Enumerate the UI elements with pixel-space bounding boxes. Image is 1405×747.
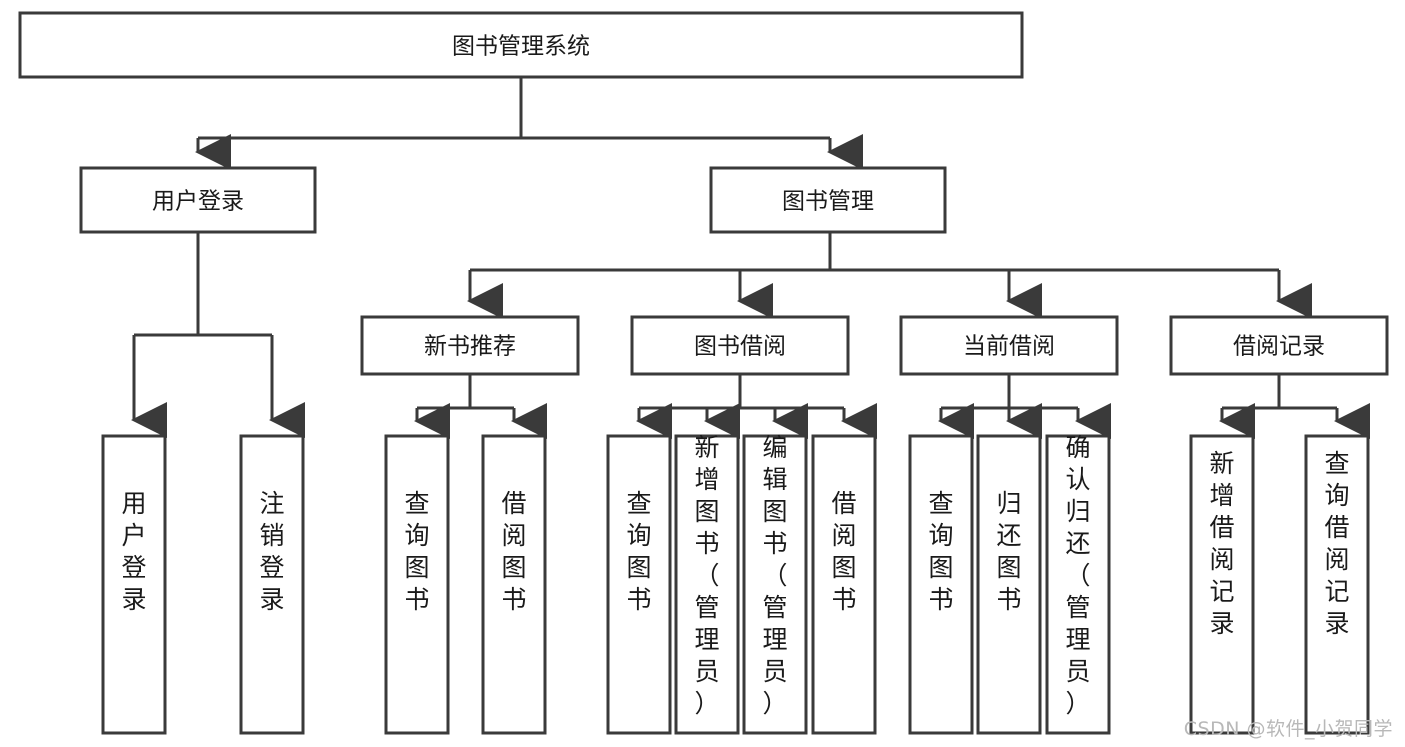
node-user-login-box[interactable]: [79, 166, 317, 234]
leaf-label: 查询借阅记录: [1324, 449, 1349, 638]
leaf-label: 查询图书: [404, 489, 429, 614]
node-current-borrow[interactable]: 当前借阅: [899, 315, 1119, 376]
leaf-label: 查询图书: [928, 489, 953, 614]
node-current-borrow-label: 当前借阅: [963, 334, 1055, 360]
node-borrow-record-box[interactable]: [1169, 315, 1389, 376]
leaf-node[interactable]: 查询图书: [384, 434, 450, 735]
node-new-book-recommend[interactable]: 新书推荐: [360, 315, 580, 376]
leaf-box[interactable]: [384, 434, 450, 735]
leaf-box[interactable]: [976, 434, 1042, 735]
leaf-node[interactable]: 新增借阅记录: [1189, 434, 1255, 735]
leaf-label: 归还图书: [996, 489, 1021, 614]
leaf-box[interactable]: [481, 434, 547, 735]
leaf-box[interactable]: [1045, 434, 1111, 735]
leaf-node[interactable]: 查询图书: [908, 434, 974, 735]
leaf-node[interactable]: 借阅图书: [811, 434, 877, 735]
leaf-label: 借阅图书: [831, 489, 856, 614]
leaf-label: 查询图书: [626, 489, 651, 614]
node-borrow-record-label: 借阅记录: [1233, 334, 1325, 360]
node-new-book-recommend-label: 新书推荐: [424, 334, 516, 360]
leaf-label: 新增借阅记录: [1209, 449, 1234, 638]
leaf-node[interactable]: 注销登录: [239, 434, 305, 735]
node-book-manage[interactable]: 图书管理: [709, 166, 947, 234]
leaf-node[interactable]: 查询借阅记录: [1304, 434, 1370, 735]
leaf-box[interactable]: [742, 434, 808, 735]
leaf-node[interactable]: 查询图书: [606, 434, 672, 735]
leaf-label: 借阅图书: [501, 489, 526, 614]
leaf-node[interactable]: 确认归还（管理员）: [1045, 433, 1111, 735]
leaf-box[interactable]: [811, 434, 877, 735]
leaf-node[interactable]: 新增图书（管理员）: [674, 433, 740, 735]
leaf-node[interactable]: 编辑图书（管理员）: [742, 433, 808, 735]
leaf-label: 注销登录: [259, 489, 284, 614]
node-book-manage-box[interactable]: [709, 166, 947, 234]
leaf-node[interactable]: 用户登录: [101, 434, 167, 735]
leaf-label: 用户登录: [121, 489, 146, 614]
node-current-borrow-box[interactable]: [899, 315, 1119, 376]
node-book-manage-label: 图书管理: [782, 189, 874, 215]
leaf-label: 新增图书（管理员）: [694, 433, 719, 718]
leaf-box[interactable]: [1189, 434, 1255, 735]
leaf-box[interactable]: [606, 434, 672, 735]
node-book-borrow-label: 图书借阅: [694, 334, 786, 360]
node-user-login[interactable]: 用户登录: [79, 166, 317, 234]
leaf-node[interactable]: 归还图书: [976, 434, 1042, 735]
node-root[interactable]: 图书管理系统: [18, 11, 1024, 79]
node-root-label: 图书管理系统: [452, 34, 590, 60]
node-book-borrow[interactable]: 图书借阅: [630, 315, 850, 376]
node-borrow-record[interactable]: 借阅记录: [1169, 315, 1389, 376]
leaf-label: 确认归还（管理员）: [1065, 433, 1090, 718]
node-root-box[interactable]: [18, 11, 1024, 79]
node-book-borrow-box[interactable]: [630, 315, 850, 376]
leaf-label: 编辑图书（管理员）: [762, 433, 787, 718]
node-new-book-recommend-box[interactable]: [360, 315, 580, 376]
connector-layer: [131, 77, 1370, 439]
leaf-box[interactable]: [674, 434, 740, 735]
leaf-box[interactable]: [1304, 434, 1370, 735]
leaf-node[interactable]: 借阅图书: [481, 434, 547, 735]
leaf-box[interactable]: [239, 434, 305, 735]
leaf-box[interactable]: [101, 434, 167, 735]
node-user-login-label: 用户登录: [152, 189, 244, 215]
leaf-box[interactable]: [908, 434, 974, 735]
